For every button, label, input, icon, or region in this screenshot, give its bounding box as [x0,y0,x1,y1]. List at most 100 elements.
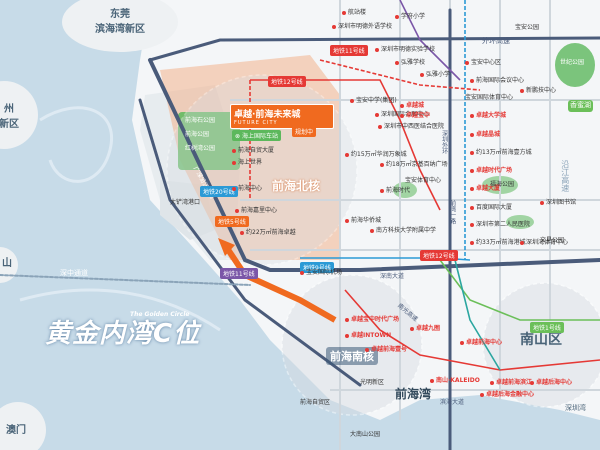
poi-36[interactable]: 前海华侨城 [345,217,381,225]
metro-tag-7: 地铁11号线 [220,268,258,279]
metro-tag-4: 地铁1号线 [530,322,564,333]
poi-11[interactable]: 卓越宝中 [400,112,430,120]
poi-2[interactable]: 深圳市明德外语学校 [332,23,392,31]
poi-14[interactable]: 前海国际会议中心 [470,77,524,85]
poi-53: 大南山公园 [350,431,381,438]
project-sub-tag: 规划中 [292,126,317,137]
shan-land [0,247,18,283]
poi-34[interactable]: 前海嘉里中心 [235,207,277,215]
poi-49: 福海公园 [490,181,515,188]
road-shenzhongtongdao: 深中通道 [60,269,88,277]
region-zhou-line2: 新区 [0,119,19,130]
poi-5[interactable]: 深圳市明德实验学校 [375,46,435,54]
project-name-en: FUTURE CITY [234,120,278,126]
road-shenzhen-outer: 深圳外环 [440,130,448,154]
road-qianhaiwest: 前湾一路 [448,200,456,224]
station-icon: ⊗ [235,133,241,140]
poi-55: 宝安国际体育中心 [465,94,514,101]
zhou-land [0,81,38,149]
project-name: 卓越·前海未来城 [234,110,301,120]
region-zhou: 州 新区 [0,95,24,135]
poi-9[interactable]: 深圳市中西医结合医院 [378,123,444,131]
park-right-3 [555,43,595,87]
region-dongguan-line1: 东莞 [110,9,130,20]
region-dongguan-line2: 滨海湾新区 [95,24,145,35]
poi-44[interactable]: 卓越晶城 [470,131,500,139]
poi-46[interactable]: 深圳图书馆 [540,199,576,207]
orange-road [222,243,337,323]
bay-water [0,0,420,450]
metro-tag-3: 地铁12号线 [420,250,458,261]
metro-tag-1: 地铁11号线 [330,45,368,56]
poi-38[interactable]: 前海时代 [380,187,410,195]
poi-33[interactable]: 前海中心 [232,185,262,193]
nanshan-circle [482,282,600,408]
poi-32[interactable]: 海上世界 [232,159,262,167]
poi-25[interactable]: 卓越后海金融中心 [480,391,534,399]
region-nanshan: 南山区 [520,332,562,348]
poi-42[interactable]: 深圳湾体育中心 [520,239,568,247]
poi-45[interactable]: 卓越时代广场 [470,167,512,175]
golden-subtitle: The Golden Circle [130,311,190,318]
poi-3[interactable]: 学府小学 [395,13,425,21]
poi-24[interactable]: 南山·KALEIDO [430,377,480,385]
region-dongguan: 东莞 滨海湾新区 [80,0,160,40]
region-shan: 山 [2,258,12,269]
metro-tag-6: 地铁20号线 [200,186,238,197]
poi-6[interactable]: 弘雅小学 [420,71,450,79]
poi-13[interactable]: 宝安中心区 [465,59,501,67]
poi-10[interactable]: 卓越城 [400,102,424,110]
project-metro-tag: 地铁12号线 [268,76,306,87]
poi-23[interactable]: 卓越九囿 [410,325,440,333]
poi-57: 光明新区 [360,379,385,386]
poi-12[interactable]: 卓越大学城 [470,112,506,120]
poi-31[interactable]: 前海自贸大厦 [232,147,274,155]
poi-16[interactable]: 约15万㎡华润万象城 [345,151,407,159]
poi-1[interactable]: 航站楼 [342,9,366,17]
poi-54: 宝安公园 [515,24,540,31]
poi-48: 宝安体育中心 [405,177,442,184]
poi-28: 深圳湾 [565,404,586,412]
dongguan-land [62,0,178,52]
project-station: ⊗ 海上国际车站 [232,130,281,141]
poi-4[interactable]: 弘雅学校 [395,59,425,67]
poi-50: 前海石公园 [185,117,216,124]
bay-water-ripple [39,106,113,183]
road-shamin: 深南大道 [380,273,405,280]
region-qianhaiwan: 前海湾 [395,387,432,401]
poi-40[interactable]: 深圳市第二人民医院 [470,221,530,229]
poi-39[interactable]: 百度国际大厦 [470,204,512,212]
orange-road-arrow [218,238,235,256]
poi-37[interactable]: 南方科技大学附属中学 [370,227,436,235]
poi-27[interactable]: 卓越后海中心 [530,379,572,387]
metro-tag-2: 地铁5号线 [215,216,249,227]
poi-22[interactable]: 卓越前海中心 [460,339,502,347]
project-station-label: 海上国际车站 [241,133,278,140]
poi-26[interactable]: 卓越前海滨江 [490,379,532,387]
poi-29[interactable]: 宝安国际机场 [300,269,342,277]
road-yanjiang: 沿江高速 [560,160,570,192]
region-zhou-line1: 州 [4,104,14,115]
poi-58: 前海自贸区 [300,399,331,406]
road-binhai: 滨海大道 [440,399,465,406]
poi-35[interactable]: 约22万㎡前海卓越 [240,229,296,237]
region-xiangmihu: 香蜜湖 [568,100,593,112]
project-callout[interactable]: 卓越·前海未来城 FUTURE CITY [230,104,334,129]
poi-41[interactable]: 约33万㎡前海港城 [470,239,526,247]
golden-title: 黄金内湾C位 [45,319,201,349]
poi-7[interactable]: 宝安中学(集团) [350,97,397,105]
poi-56: 世纪公园 [560,59,585,66]
poi-51: 前海公园 [185,131,210,138]
road-waihuan: 外环高速 [482,37,510,45]
poi-47: 文星公园 [540,237,565,244]
poi-19[interactable]: 卓越INTOWN [345,332,391,340]
aomen-land [0,402,46,450]
poi-15[interactable]: 新鹏技中心 [520,87,556,95]
poi-18[interactable]: 约13万㎡前海壹方城 [470,149,532,157]
poi-17[interactable]: 约18万㎡京基百纳广场 [380,161,448,169]
poi-43[interactable]: 卓越大厦 [470,185,500,193]
poi-21[interactable]: 卓越前海壹号 [365,346,407,354]
zone-north-label: 前海北核 [272,179,321,193]
poi-20[interactable]: 卓越宝中时代广场 [345,316,399,324]
